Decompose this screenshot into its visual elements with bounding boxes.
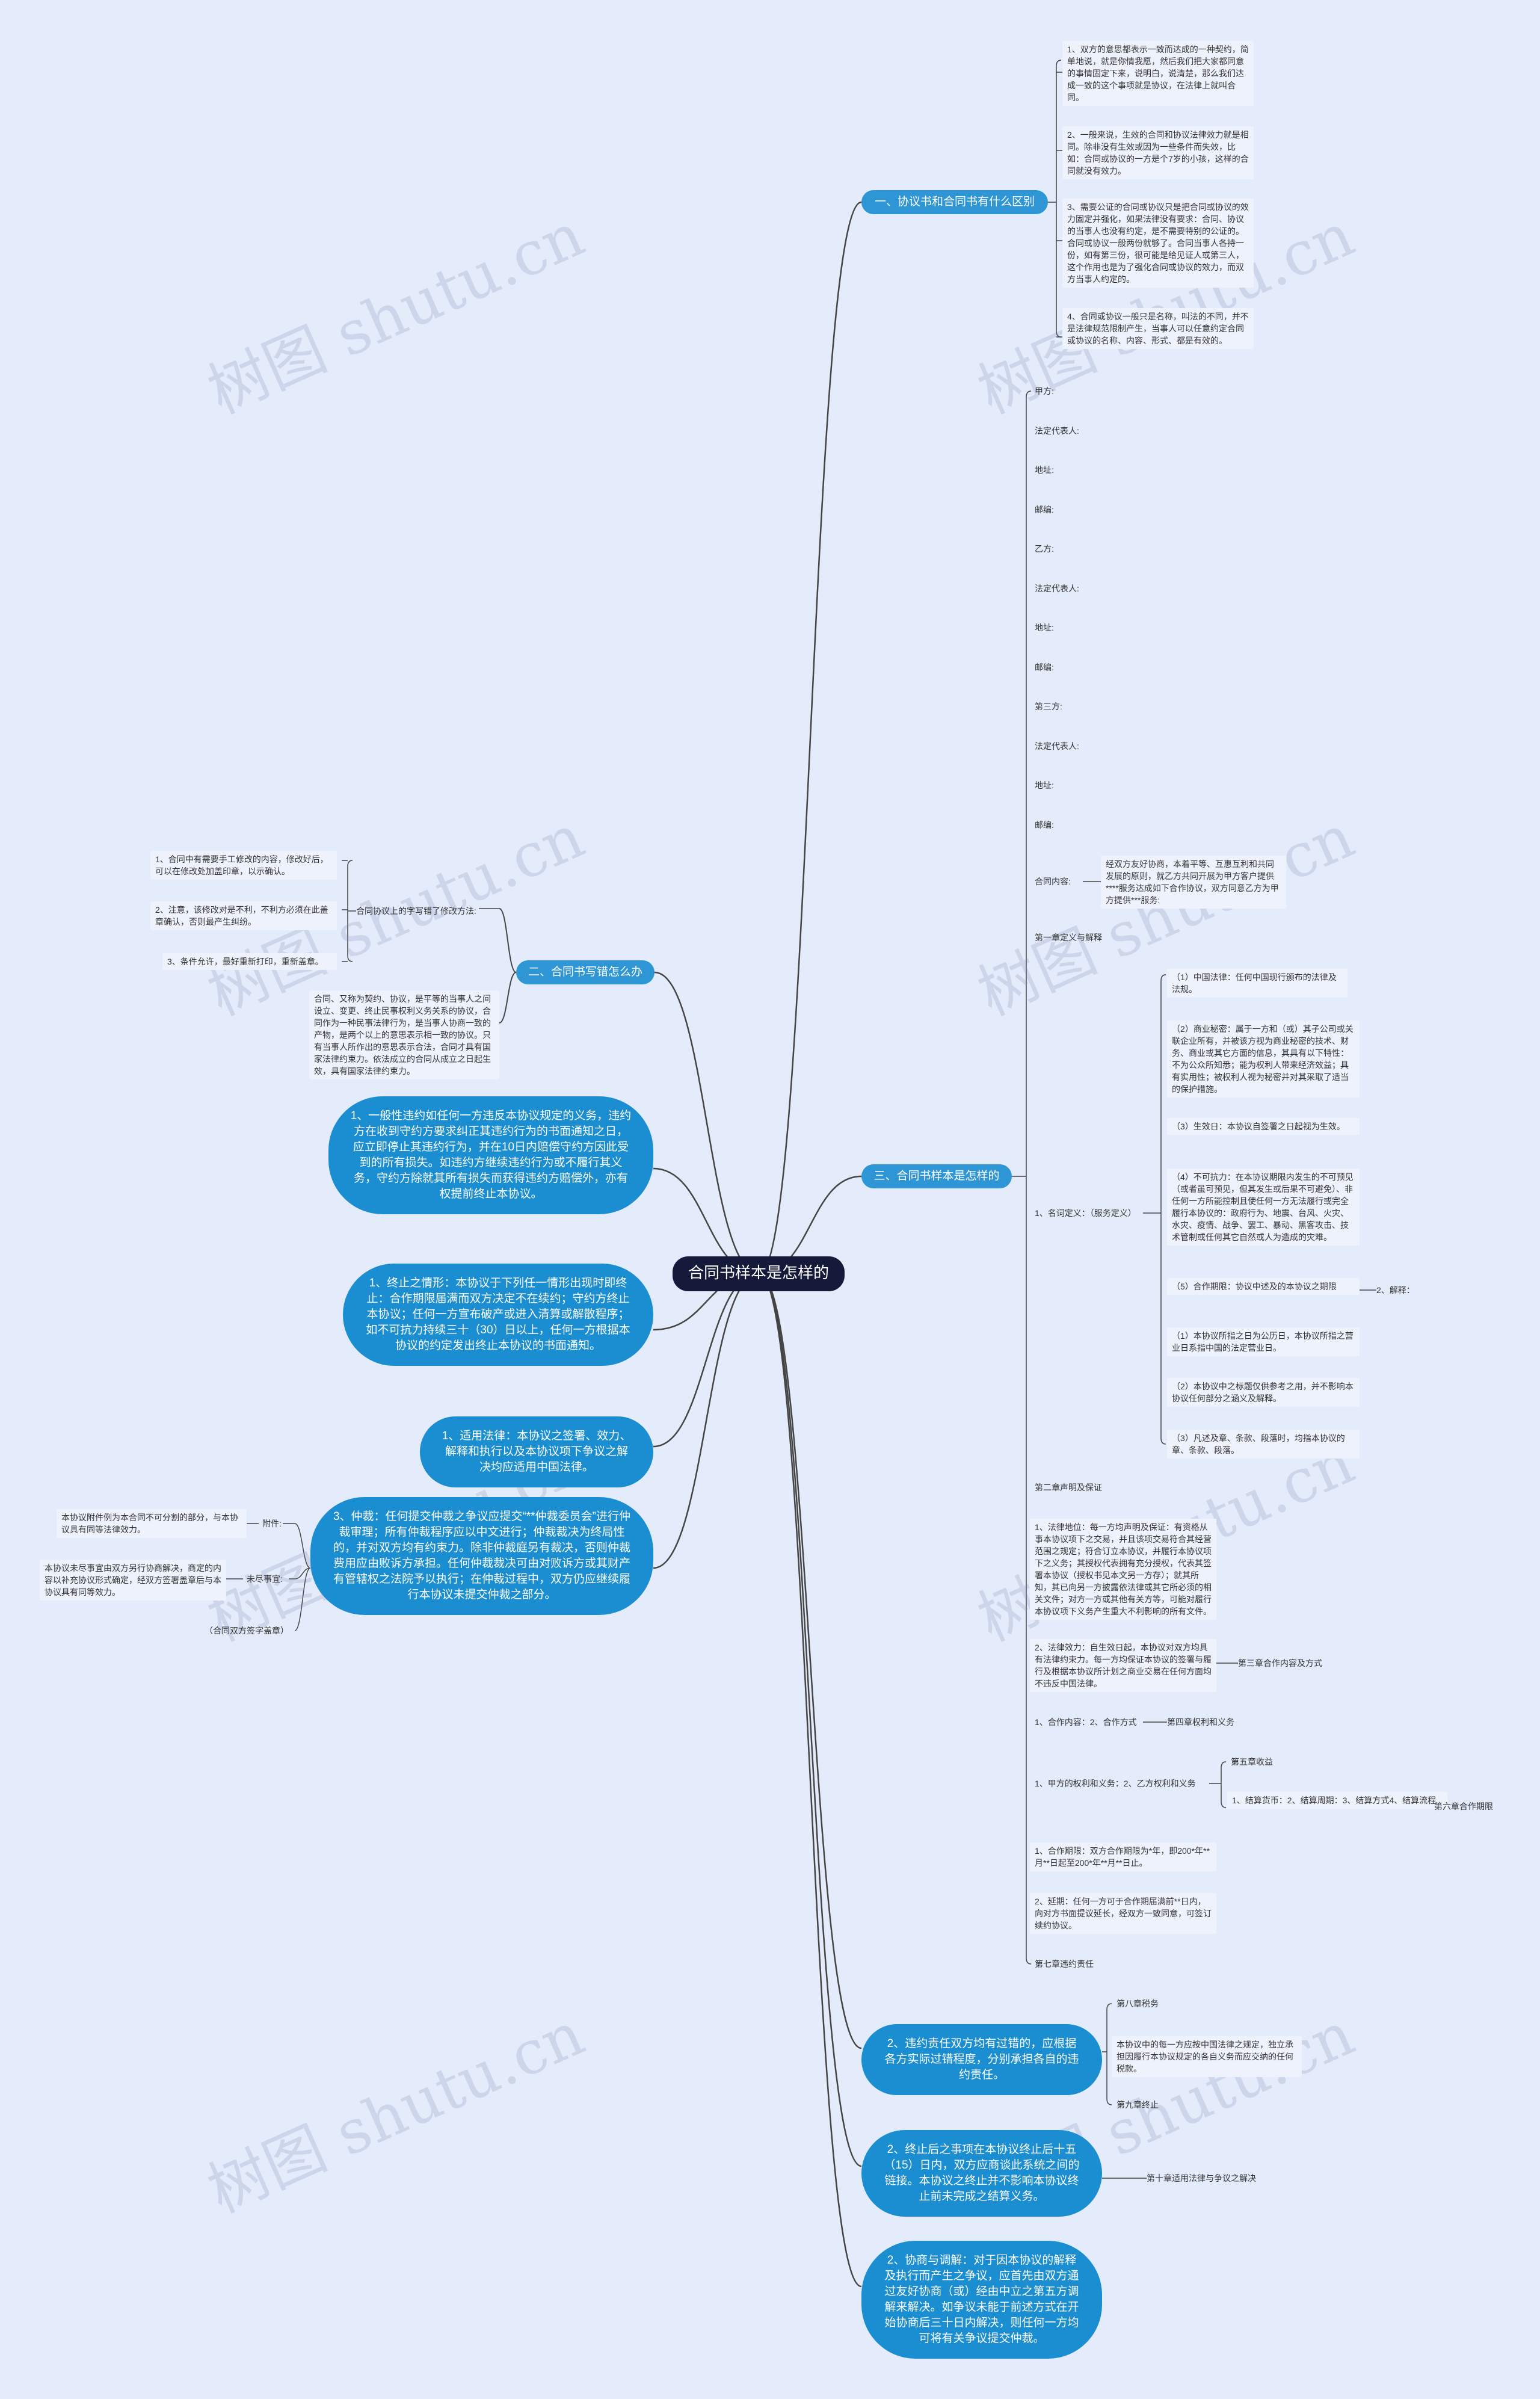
- connector: [759, 1273, 862, 2288]
- branch-after-termination[interactable]: 2、终止后之事项在本协议终止后十五（15）日内，双方应商谈此系统之间的链接。本协…: [861, 2130, 1102, 2217]
- connector: [1221, 1761, 1227, 1808]
- connector: [499, 972, 517, 1024]
- branch-difference[interactable]: 一、协议书和合同书有什么区别: [861, 190, 1048, 214]
- connector: [653, 1273, 760, 1569]
- contract-content-label: 合同内容:: [1035, 877, 1071, 886]
- connector: [654, 971, 760, 1275]
- difference-item-4: 4、合同或协议一般只是名称，叫法的不同，并不是法律规范限制产生，当事人可以任意约…: [1062, 308, 1254, 349]
- definition-item-2: （2）商业秘密：属于一方和（或）其子公司或关联企业所有，并被该方视为商业秘密的技…: [1167, 1020, 1360, 1098]
- connector: [294, 1523, 311, 1569]
- definition-item-8: （3）凡述及章、条款、段落时，均指本协议的章、条款、段落。: [1167, 1430, 1360, 1459]
- chapter-3-label: 第三章合作内容及方式: [1238, 1658, 1322, 1668]
- field-postcode: 邮编:: [1035, 504, 1054, 514]
- chapter-7-label: 第七章违约责任: [1035, 1959, 1094, 1969]
- field-address: 地址:: [1035, 780, 1054, 790]
- definition-item-6: （1）本协议所指之日为公历日，本协议所指之营业日系指中国的法定营业日。: [1167, 1327, 1360, 1356]
- chapter-6-text-1: 1、合作期限：双方合作期限为*年，即200*年**月**日起至200*年**月*…: [1030, 1842, 1216, 1871]
- connector: [294, 1567, 311, 1631]
- chapter-5-label: 第五章收益: [1231, 1757, 1273, 1767]
- branch-consultation[interactable]: 2、协商与调解：对于因本协议的解释及执行而产生之争议，应首先由双方通过友好协商（…: [861, 2241, 1102, 2359]
- explanation-label: 2、解释：: [1376, 1285, 1415, 1295]
- difference-item-2: 2、一般来说，生效的合同和协议法律效力就是相同。除非没有生效或因为一些条件而失效…: [1062, 126, 1254, 179]
- definitions-label: 1、名词定义：（服务定义）: [1035, 1208, 1136, 1218]
- connector: [1026, 391, 1032, 1965]
- attachment-label: 附件:: [262, 1519, 282, 1528]
- arbitration-clause[interactable]: 3、仲裁：任何提交仲裁之争议应提交“**仲裁委员会”进行仲裁审理；所有仲裁程序应…: [310, 1497, 653, 1615]
- definition-item-5: （5）合作期限：协议中述及的本协议之期限: [1167, 1278, 1360, 1295]
- chapter-9-label: 第九章终止: [1116, 2100, 1159, 2110]
- connector: [759, 201, 862, 1275]
- fix-item-1: 1、合同中有需要手工修改的内容，修改好后，可以在修改处加盖印章，以示确认。: [150, 851, 337, 880]
- field-legal-rep: 法定代表人:: [1035, 583, 1079, 593]
- governing-law-clause[interactable]: 1、适用法律：本协议之签署、效力、解释和执行以及本协议项下争议之解决均应适用中国…: [420, 1416, 653, 1487]
- pending-matters-text: 本协议未尽事宜由双方另行协商解决，商定的内容以补充协议形式确定，经双方签署盖章后…: [40, 1560, 226, 1601]
- contract-definition-note: 合同、又称为契约、协议，是平等的当事人之间设立、变更、终止民事权利义务关系的协议…: [309, 990, 499, 1079]
- fix-method-label: 合同协议上的字写错了修改方法:: [356, 906, 476, 916]
- field-postcode: 邮编:: [1035, 662, 1054, 672]
- chapter-3-text: 1、合作内容：2、合作方式: [1035, 1717, 1137, 1727]
- connector: [759, 1273, 862, 2049]
- connector: [1056, 60, 1062, 338]
- chapter-2-text-1: 1、法律地位：每一方均声明及保证：有资格从事本协议项下之交易，并且该项交易符合其…: [1030, 1519, 1216, 1620]
- definition-item-4: （4）不可抗力：在本协议期限内发生的不可预见（或者虽可预见，但其发生或后果不可避…: [1167, 1169, 1360, 1246]
- chapter-6-label: 第六章合作期限: [1434, 1802, 1493, 1811]
- branch-contract-sample[interactable]: 三、合同书样本是怎样的: [861, 1164, 1012, 1188]
- chapter-10-label: 第十章适用法律与争议之解决: [1147, 2173, 1256, 2183]
- field-party-b: 乙方:: [1035, 544, 1054, 554]
- connector: [499, 908, 517, 973]
- definition-item-7: （2）本协议中之标题仅供参考之用，并不影响本协议任何部分之涵义及解释。: [1167, 1378, 1360, 1407]
- fix-item-2: 2、注意，该修改对是不利，不利方必须在此盖章确认，否则最产生纠纷。: [150, 901, 337, 930]
- definition-item-1: （1）中国法律：任何中国现行颁布的法律及法规。: [1167, 969, 1348, 998]
- difference-item-3: 3、需要公证的合同或协议只是把合同或协议的效力固定并强化，如果法律没有要求：合同…: [1062, 199, 1254, 288]
- signature-line: （合同双方签字盖章）: [205, 1626, 289, 1635]
- definition-item-3: （3）生效日：本协议自签署之日起视为生效。: [1167, 1118, 1360, 1135]
- connector: [294, 1567, 311, 1579]
- chapter-6-text-2: 2、延期：任何一方可于合作期届满前**日内，向对方书面提议延长，经双方一致同意，…: [1030, 1893, 1216, 1934]
- chapter-2-label: 第二章声明及保证: [1035, 1483, 1102, 1492]
- chapter-1-label: 第一章定义与解释: [1035, 933, 1102, 942]
- field-address: 地址:: [1035, 465, 1054, 475]
- general-breach-clause[interactable]: 1、一般性违约如任何一方违反本协议规定的义务，违约方在收到守约方要求纠正其违约行…: [328, 1096, 653, 1214]
- pending-matters-label: 未尽事宜:: [247, 1574, 283, 1584]
- chapter-4-label: 第四章权利和义务: [1167, 1717, 1234, 1727]
- contract-content-text: 经双方友好协商，本着平等、互惠互利和共同发展的原则，就乙方共同开展为甲方客户提供…: [1101, 856, 1286, 909]
- attachment-text: 本协议附件例为本合同不可分割的部分，与本协议具有同等法律效力。: [57, 1509, 247, 1538]
- field-party-a: 甲方:: [1035, 386, 1054, 396]
- connector: [759, 1273, 862, 2167]
- chapter-8-label: 第八章税务: [1116, 1999, 1159, 2008]
- chapter-8-text: 本协议中的每一方应按中国法律之规定，独立承担因履行本协议规定的各自义务而应交纳的…: [1112, 2036, 1302, 2077]
- chapter-5-text: 1、结算货币：2、结算周期：3、结算方式4、结算流程: [1227, 1792, 1447, 1809]
- field-party-c: 第三方:: [1035, 702, 1062, 711]
- connector: [1160, 974, 1166, 1445]
- branch-breach-both-fault[interactable]: 2、违约责任双方均有过错的，应根据各方实际过错程度，分别承担各自的违约责任。: [861, 2024, 1102, 2095]
- field-address: 地址:: [1035, 623, 1054, 632]
- difference-item-1: 1、双方的意思都表示一致而达成的一种契约，简单地说，就是你情我愿，然后我们把大家…: [1062, 41, 1254, 106]
- chapter-4-text: 1、甲方的权利和义务：2、乙方权利和义务: [1035, 1779, 1196, 1788]
- field-legal-rep: 法定代表人:: [1035, 741, 1079, 751]
- connector: [1106, 2003, 1112, 2105]
- branch-fix-errors[interactable]: 二、合同书写错怎么办: [516, 960, 654, 984]
- field-postcode: 邮编:: [1035, 820, 1054, 830]
- root-topic[interactable]: 合同书样本是怎样的: [673, 1256, 845, 1291]
- field-legal-rep: 法定代表人:: [1035, 425, 1079, 436]
- chapter-2-text-2: 2、法律效力：自生效日起，本协议对双方均具有法律约束力。每一方均保证本协议的签署…: [1030, 1639, 1216, 1692]
- termination-clause[interactable]: 1、终止之情形：本协议于下列任一情形出现时即终止：合作期限届满而双方决定不在续约…: [343, 1264, 653, 1366]
- fix-item-3: 3、条件允许，最好重新打印，重新盖章。: [162, 953, 337, 970]
